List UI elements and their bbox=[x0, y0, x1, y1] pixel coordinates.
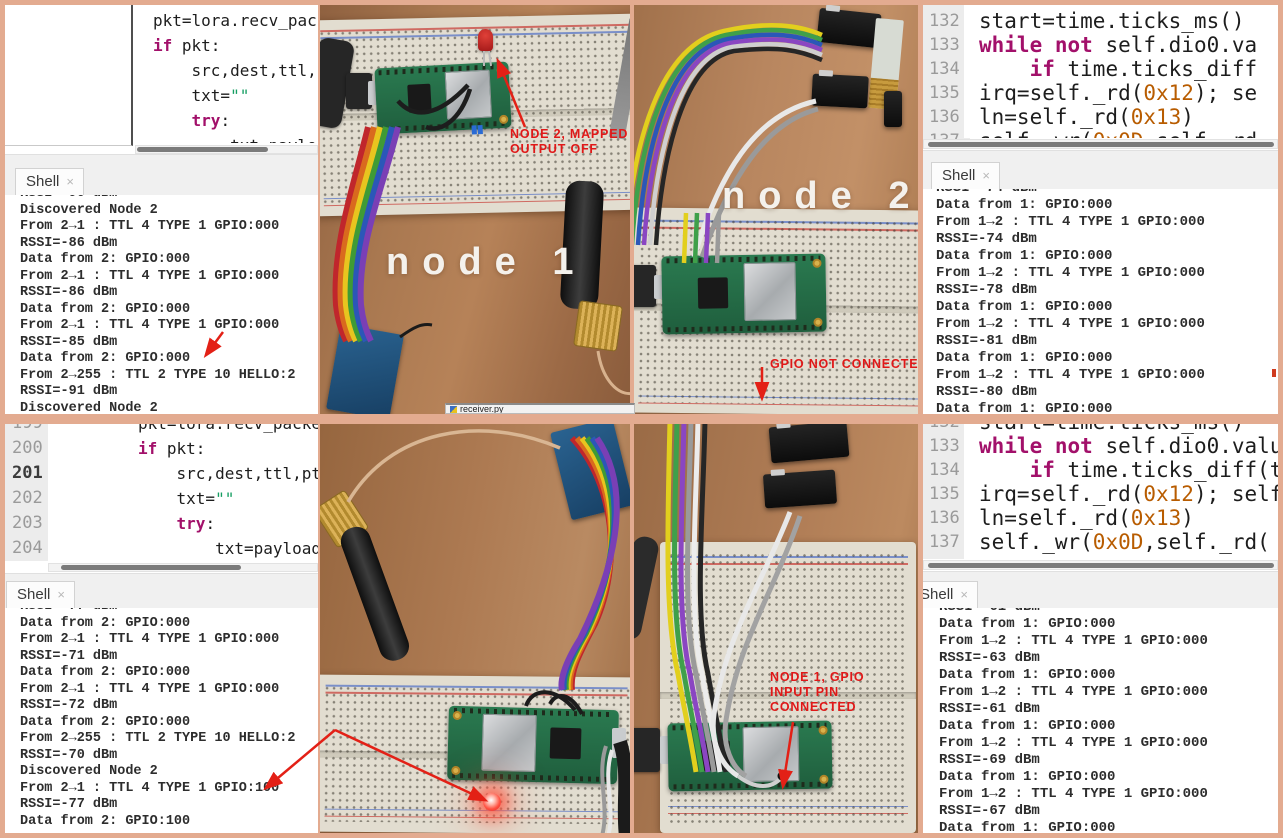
wires bbox=[346, 429, 630, 833]
photo-node2-top: node 2 GPIO NOT CONNECTED bbox=[630, 5, 918, 414]
code-area[interactable]: start=time.ticks_ms()while not self.dio0… bbox=[964, 424, 1278, 559]
wires bbox=[665, 424, 803, 790]
rainbow-ribbon-cable bbox=[558, 435, 620, 691]
black-jumper-wires bbox=[524, 690, 630, 833]
jumper-wire-bundle bbox=[634, 23, 823, 264]
photo-label-node1: node 1 bbox=[386, 241, 587, 283]
rainbow-ribbon-cable bbox=[332, 126, 401, 343]
horizontal-scrollbar[interactable] bbox=[923, 560, 1278, 570]
horizontal-scrollbar[interactable] bbox=[135, 145, 318, 154]
file-tab-receiver[interactable]: receiver.py bbox=[445, 403, 635, 414]
scrollbar-thumb[interactable] bbox=[61, 565, 241, 570]
tab-shell-label: Shell bbox=[26, 173, 60, 190]
tab-shell-label: Shell bbox=[17, 586, 51, 603]
jumper-wire-bundle bbox=[665, 424, 803, 788]
file-tab-label: receiver.py bbox=[460, 404, 504, 414]
wires bbox=[634, 23, 823, 402]
shell-tabbar bbox=[923, 571, 1278, 609]
close-icon[interactable]: × bbox=[57, 587, 65, 602]
antenna-pigtail bbox=[346, 429, 561, 503]
close-icon[interactable]: × bbox=[982, 168, 990, 183]
scrollbar-thumb[interactable] bbox=[928, 563, 1274, 568]
scrollbar-mark bbox=[1272, 369, 1276, 377]
annotation-arrow bbox=[496, 57, 527, 128]
annotation-arrows-gpio100-led bbox=[263, 728, 489, 802]
annotation-arrow bbox=[203, 331, 225, 359]
editor-window-bottom-left: 199200201202203204 pkt=lora.recv_packeti… bbox=[5, 424, 318, 833]
tab-shell[interactable]: Shell × bbox=[15, 168, 84, 196]
annotation-arrow bbox=[778, 721, 795, 790]
horizontal-scrollbar[interactable] bbox=[923, 139, 1278, 149]
code-text[interactable]: start=time.ticks_ms()while not self.dio0… bbox=[979, 9, 1258, 138]
tab-shell-label: Shell bbox=[942, 167, 976, 184]
micro-usb-plug bbox=[346, 73, 372, 109]
micro-usb-plug bbox=[634, 265, 656, 307]
screenshot-pane-bottom: 199200201202203204 pkt=lora.recv_packeti… bbox=[0, 419, 1283, 838]
tab-shell[interactable]: Shell × bbox=[6, 581, 75, 609]
annotation-gpio-not-connected: GPIO NOT CONNECTED bbox=[770, 357, 918, 371]
files-panel[interactable] bbox=[5, 5, 133, 146]
code-text[interactable]: start=time.ticks_ms()while not self.dio0… bbox=[979, 424, 1278, 554]
photo-node1-bottom bbox=[318, 424, 630, 833]
code-area[interactable]: pkt=lora.recv_packetif pkt: src,dest,ttl… bbox=[48, 424, 318, 561]
tab-shell[interactable]: Shell × bbox=[931, 162, 1000, 190]
scrollbar-thumb[interactable] bbox=[137, 147, 268, 152]
wires bbox=[332, 57, 630, 396]
red-led-off bbox=[478, 29, 493, 51]
close-icon[interactable]: × bbox=[960, 587, 968, 602]
close-icon[interactable]: × bbox=[66, 174, 74, 189]
antenna-pigtail bbox=[596, 350, 630, 396]
photo-label-node2: node 2 bbox=[722, 175, 918, 217]
led-leg bbox=[483, 51, 485, 66]
pin-header bbox=[884, 91, 902, 127]
python-file-icon bbox=[450, 405, 457, 413]
line-numbers: 199200201202203204 bbox=[5, 424, 55, 561]
scrollbar-thumb[interactable] bbox=[928, 142, 1274, 147]
horizontal-scrollbar[interactable] bbox=[48, 563, 318, 572]
tab-shell[interactable]: Shell × bbox=[920, 581, 978, 609]
black-jumper-wires bbox=[396, 83, 473, 339]
code-area[interactable]: start=time.ticks_ms()while not self.dio0… bbox=[964, 5, 1278, 138]
code-text[interactable]: pkt=lora.recv_packetif pkt: src,dest,ttl… bbox=[138, 424, 318, 558]
micro-usb-plug bbox=[634, 728, 660, 772]
tab-shell-label: Shell bbox=[920, 586, 954, 603]
